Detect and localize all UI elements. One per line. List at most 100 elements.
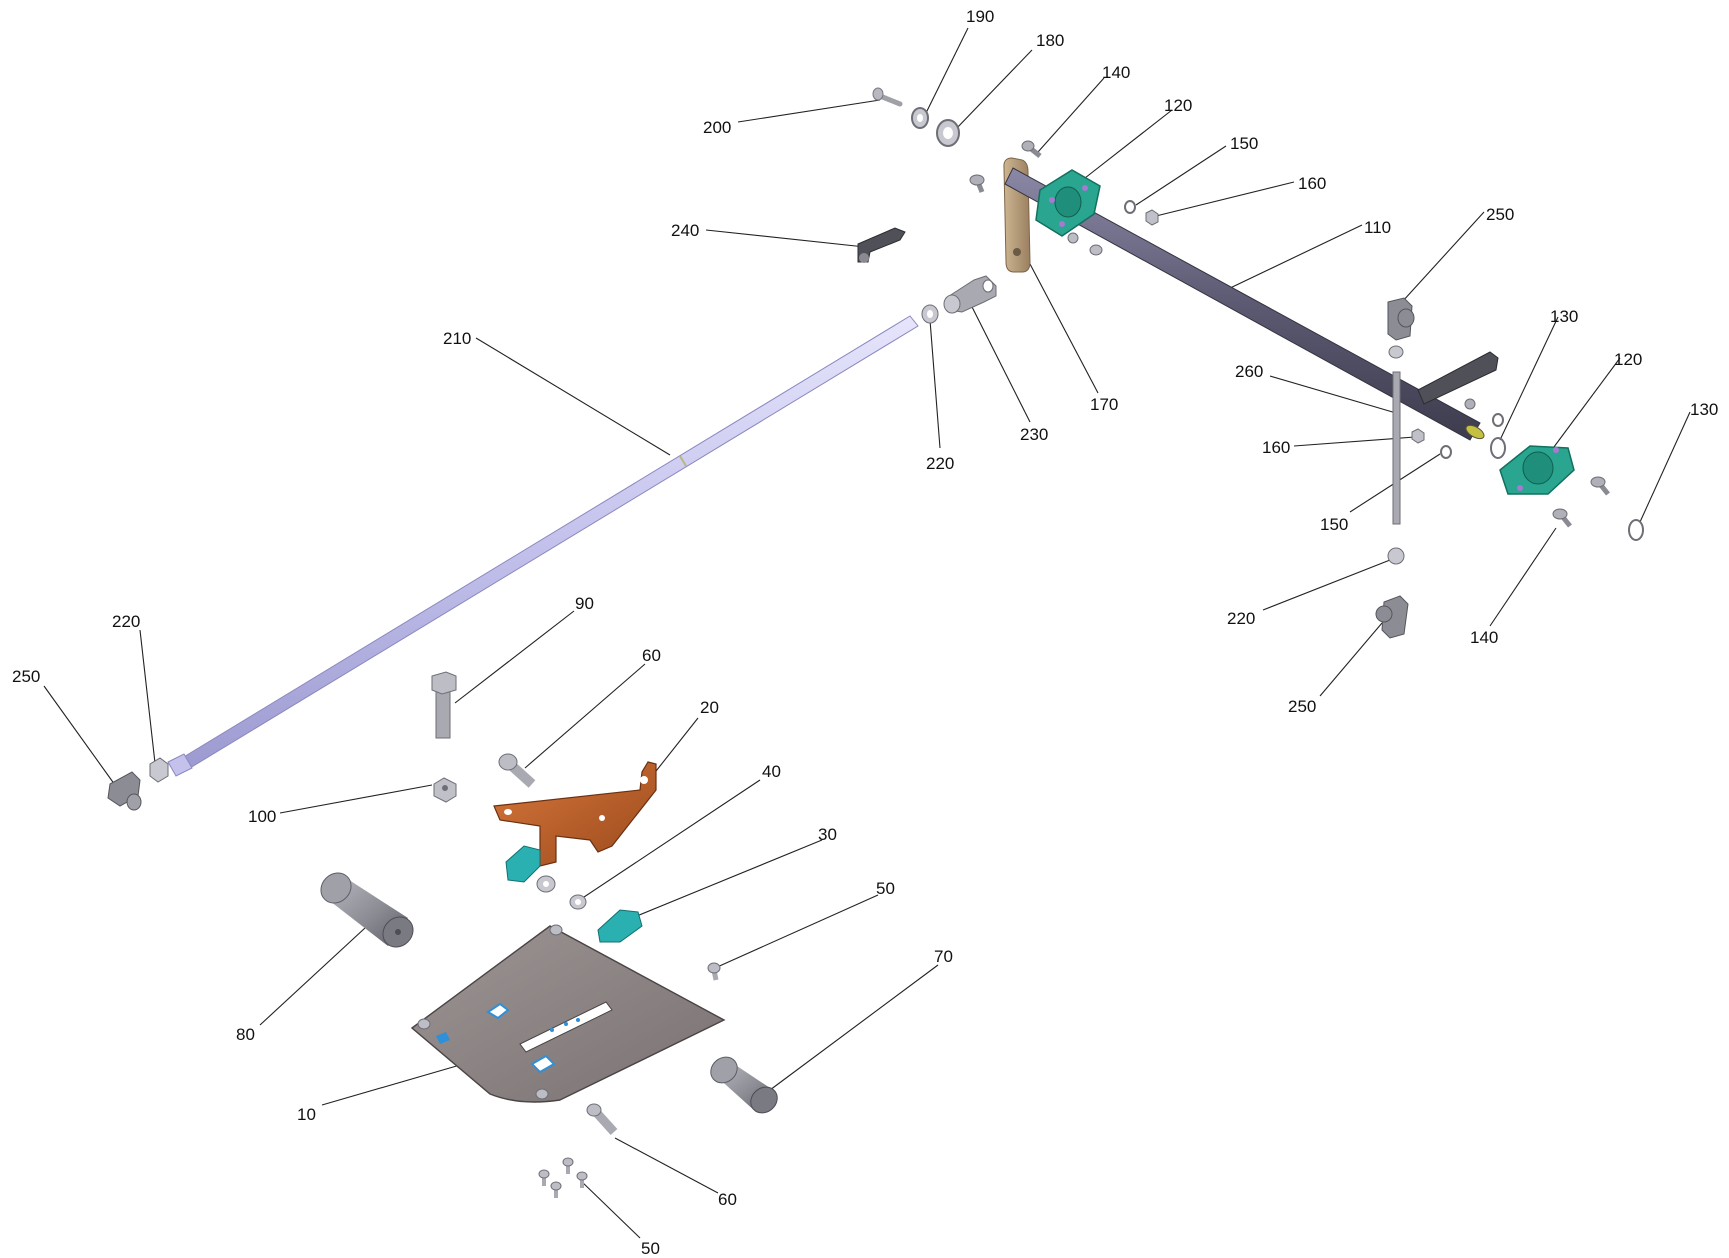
- callout-40: 40: [762, 762, 781, 781]
- part-70-roller: [710, 1056, 778, 1114]
- leader-140a: [1037, 77, 1105, 153]
- part-50-screw-right: [707, 962, 721, 981]
- leader-lines: [43, 27, 1691, 1239]
- part-120-bearing-lower: [1499, 445, 1575, 495]
- callout-labels: 190 180 140 120 200 150 160 250 240 110 …: [12, 7, 1718, 1258]
- part-20-bracket: [493, 761, 657, 867]
- leader-50a: [714, 894, 879, 969]
- part-110-shaft: [1004, 167, 1485, 441]
- leader-110: [1225, 224, 1363, 291]
- part-100-nut: [433, 777, 457, 803]
- callout-150: 150: [1320, 515, 1348, 534]
- callout-190: 190: [966, 7, 994, 26]
- leader-130a: [1499, 316, 1559, 441]
- callout-60: 60: [642, 646, 661, 665]
- part-140-screw-lower-a: [1590, 476, 1610, 496]
- leader-80: [259, 927, 366, 1026]
- part-120-bearing-top: [1035, 169, 1101, 237]
- part-60-bolt-lower: [586, 1103, 618, 1136]
- leader-200: [737, 99, 881, 123]
- part-30-block-right: [597, 909, 643, 943]
- callout-90: 90: [575, 594, 594, 613]
- leader-10: [321, 1064, 461, 1106]
- callout-250: 250: [1288, 697, 1316, 716]
- leader-30: [631, 839, 823, 919]
- leader-190: [924, 27, 969, 116]
- callout-10: 10: [297, 1105, 316, 1124]
- leader-250a: [1401, 211, 1485, 303]
- leader-160a: [1155, 181, 1295, 217]
- leader-250b: [43, 685, 116, 786]
- callout-250: 250: [12, 667, 40, 686]
- leader-130b: [1639, 411, 1691, 523]
- leader-210: [475, 337, 671, 456]
- leader-220a: [929, 319, 941, 449]
- leader-170: [1019, 244, 1099, 394]
- callout-220: 220: [1227, 609, 1255, 628]
- callout-220: 220: [112, 612, 140, 631]
- callout-50: 50: [641, 1239, 660, 1258]
- callout-240: 240: [671, 221, 699, 240]
- callout-110: 110: [1364, 218, 1391, 237]
- callout-170: 170: [1090, 395, 1118, 414]
- part-140-screw-lower-b: [1552, 508, 1572, 528]
- leader-180: [954, 49, 1033, 131]
- part-200-screw: [872, 87, 903, 107]
- part-130-clip-right: [1628, 519, 1644, 541]
- callout-260: 260: [1235, 362, 1263, 381]
- part-230-clevis: [943, 275, 997, 314]
- callout-160: 160: [1262, 438, 1290, 457]
- part-190-washer: [911, 107, 929, 129]
- parts: [107, 87, 1644, 1198]
- callout-140: 140: [1470, 628, 1498, 647]
- callout-20: 20: [700, 698, 719, 717]
- part-250-rod-end-bottom: [1375, 595, 1409, 639]
- callout-230: 230: [1020, 425, 1048, 444]
- leader-250c: [1319, 622, 1383, 697]
- leader-220b: [1262, 559, 1391, 611]
- callout-140: 140: [1102, 63, 1130, 82]
- leader-150a: [1135, 145, 1227, 206]
- leader-220c: [139, 629, 156, 764]
- leader-100: [279, 784, 433, 814]
- callout-50: 50: [876, 879, 895, 898]
- part-150-washer-lower: [1440, 445, 1452, 459]
- leader-260: [1269, 375, 1397, 414]
- part-50-screw-group: [538, 1157, 588, 1198]
- callout-120: 120: [1614, 350, 1642, 369]
- part-140-screw-top: [1021, 140, 1042, 158]
- leader-140b: [1489, 527, 1557, 627]
- callout-130: 130: [1690, 400, 1718, 419]
- part-nuts-under-bearing: [1067, 232, 1103, 256]
- callout-180: 180: [1036, 31, 1064, 50]
- part-240-lever: [857, 227, 906, 263]
- part-220-nut-upper: [921, 304, 939, 324]
- leader-70: [769, 964, 939, 1091]
- leader-120a: [1084, 109, 1173, 179]
- part-90-bolt: [431, 671, 457, 739]
- part-30-block-left: [505, 845, 541, 883]
- leader-60a: [524, 663, 646, 769]
- leader-90: [454, 610, 575, 704]
- part-lever-arm-right: [1417, 351, 1504, 427]
- part-210-rod: [167, 315, 919, 777]
- part-140-screw-left: [969, 174, 985, 193]
- callout-250: 250: [1486, 205, 1514, 224]
- part-220-nut-lower: [149, 757, 169, 783]
- callout-200: 200: [703, 118, 731, 137]
- part-250-rod-end-top: [1387, 297, 1415, 341]
- callout-150: 150: [1230, 134, 1258, 153]
- callout-120: 120: [1164, 96, 1192, 115]
- part-130-clip-upper: [1490, 437, 1506, 459]
- leader-230: [965, 294, 1031, 423]
- leader-40: [577, 779, 761, 902]
- callout-100: 100: [248, 807, 276, 826]
- part-150-washer-top: [1124, 200, 1136, 214]
- leader-240: [705, 229, 866, 248]
- part-260-rod-vertical: [1388, 345, 1404, 525]
- callout-210: 210: [443, 329, 471, 348]
- part-80-roller: [320, 872, 414, 948]
- part-40-spacer-a: [536, 875, 556, 893]
- leader-120b: [1547, 357, 1621, 456]
- part-60-bolt-upper: [498, 753, 536, 788]
